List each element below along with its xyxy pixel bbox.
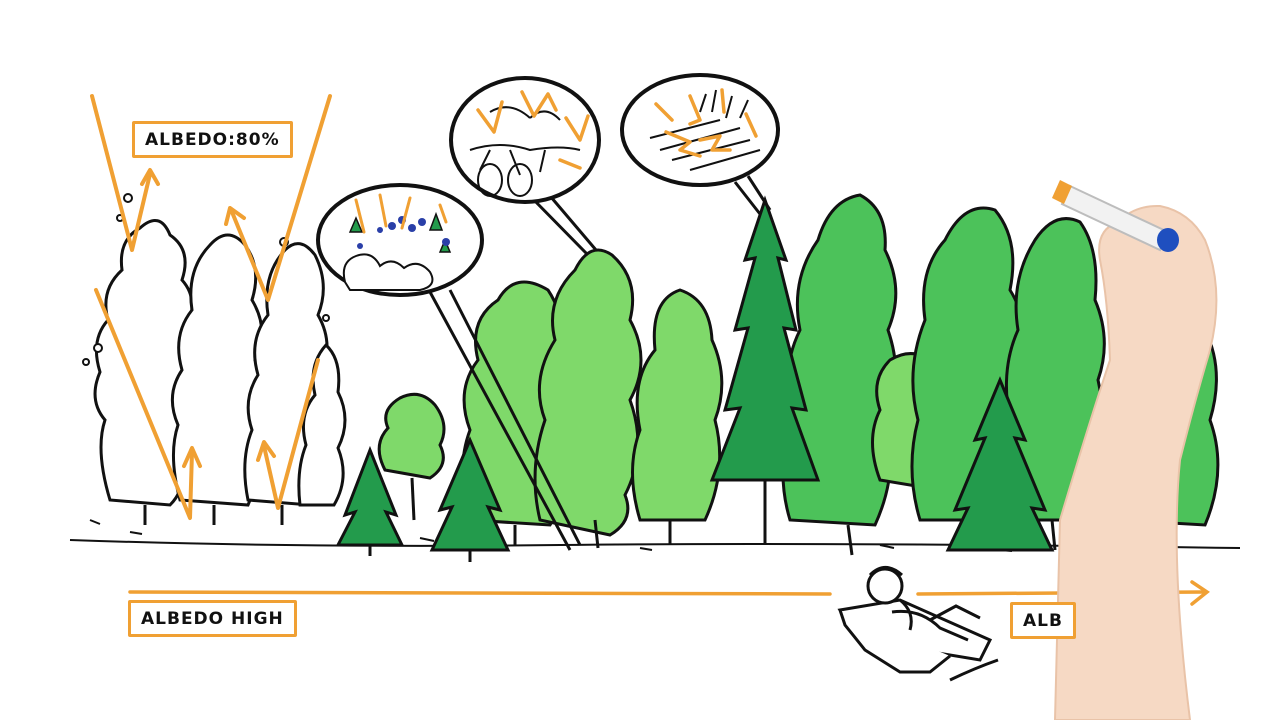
sun-ray-arrow-icon (90, 94, 152, 252)
green-tree-icon (377, 392, 446, 521)
green-forest (377, 193, 1220, 556)
albedo-lower-label: ALB (1010, 602, 1076, 639)
albedo-percent-label: ALBEDO:80% (132, 121, 293, 158)
hand-with-marker-icon (1052, 180, 1218, 720)
spruce-tree-icon (335, 445, 405, 556)
sun-ray-arrow-icon (94, 288, 194, 520)
sun-ray-arrows-snow (90, 94, 332, 520)
person-on-sunlounger-icon (837, 566, 999, 682)
spruce-trees (335, 195, 1055, 562)
magnifier-bubble-icon (449, 76, 601, 204)
albedo-high-label: ALBEDO HIGH (128, 600, 297, 637)
sun-ray-arrow-icon (262, 358, 320, 510)
spruce-tree-icon (945, 376, 1055, 552)
spruce-tree-icon (429, 436, 511, 562)
snowy-tree-icon (297, 342, 347, 507)
marker-pen (1052, 180, 1179, 252)
spruce-tree-icon (709, 195, 821, 545)
snowflakes (82, 193, 330, 366)
magnifier-bubble-icon (316, 183, 484, 297)
magnifier-bubble-icon (620, 73, 780, 187)
bubble-pointers (428, 175, 772, 551)
sun-ray-arrow-icon (230, 94, 332, 302)
snowy-trees (82, 193, 347, 525)
green-tree-icon (631, 288, 724, 545)
